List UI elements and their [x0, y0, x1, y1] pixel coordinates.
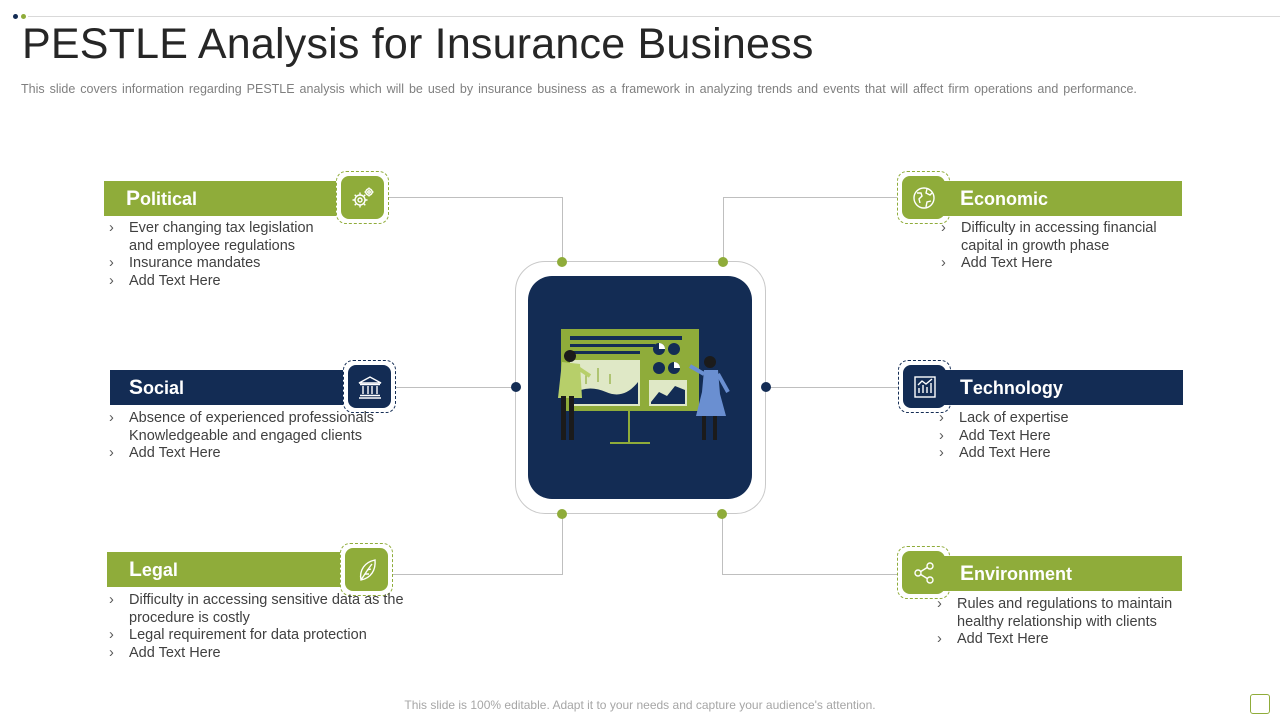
connector-legal-v	[562, 514, 563, 574]
list-item: Insurance mandates	[109, 255, 339, 273]
node-right	[761, 382, 771, 392]
social-list: Absence of experienced professionals Kno…	[109, 410, 399, 463]
list-item: Difficulty in accessing sensitive data a…	[109, 592, 419, 627]
economic-title: Economic	[960, 186, 1049, 210]
center-panel	[528, 276, 752, 499]
share-icon	[913, 561, 934, 584]
list-item: Lack of expertise	[939, 410, 1179, 428]
list-item: Add Text Here	[941, 255, 1181, 273]
list-item: Add Text Here	[939, 428, 1179, 446]
globe-icon	[912, 186, 935, 209]
header-divider	[28, 16, 1280, 17]
node-bottom-left	[557, 509, 567, 519]
list-item: Ever changing tax legislation and employ…	[109, 220, 339, 255]
political-title: Political	[126, 186, 198, 210]
environment-title: Environment	[960, 561, 1073, 585]
economic-list: Difficulty in accessing financial capita…	[941, 220, 1181, 273]
connector-legal-h	[392, 574, 563, 575]
connector-environment-h	[722, 574, 898, 575]
connector-economic-h	[723, 197, 898, 198]
legal-header: Legal	[107, 552, 347, 587]
list-item: Rules and regulations to maintain health…	[937, 596, 1187, 631]
bar-chart-icon	[913, 375, 936, 398]
list-item: Add Text Here	[939, 445, 1179, 463]
legal-list: Difficulty in accessing sensitive data a…	[109, 592, 419, 662]
presentation-illustration	[558, 329, 730, 444]
decor-dot-green	[21, 14, 26, 19]
political-header: Political	[104, 181, 344, 216]
social-header: Social	[110, 370, 350, 405]
list-item: Difficulty in accessing financial capita…	[941, 220, 1181, 255]
list-item: Add Text Here	[109, 273, 339, 291]
corner-logo-box	[1250, 694, 1270, 714]
political-list: Ever changing tax legislation and employ…	[109, 220, 339, 290]
economic-icon-box	[897, 171, 950, 224]
list-item: Add Text Here	[937, 631, 1187, 649]
leaf-icon	[359, 558, 376, 581]
political-icon-box	[336, 171, 389, 224]
list-item: Absence of experienced professionals Kno…	[109, 410, 399, 445]
environment-header: Environment	[942, 556, 1182, 591]
connector-political-v	[562, 197, 563, 262]
economic-header: Economic	[942, 181, 1182, 216]
node-top-right	[718, 257, 728, 267]
environment-icon-box	[897, 546, 950, 599]
connector-political-h	[388, 197, 563, 198]
gears-icon	[352, 187, 373, 207]
page-subtitle: This slide covers information regarding …	[21, 82, 1137, 96]
page-title: PESTLE Analysis for Insurance Business	[22, 20, 814, 68]
bank-icon	[358, 375, 381, 399]
social-title: Social	[129, 375, 185, 399]
node-bottom-right	[717, 509, 727, 519]
footer-note: This slide is 100% editable. Adapt it to…	[404, 698, 876, 712]
node-left	[511, 382, 521, 392]
connector-environment-v	[722, 514, 723, 574]
social-icon-box	[343, 360, 396, 413]
connector-social-h	[396, 387, 516, 388]
technology-list: Lack of expertise Add Text Here Add Text…	[939, 410, 1179, 463]
decor-dot-navy	[13, 14, 18, 19]
legal-icon-box	[340, 543, 393, 596]
connector-technology-h	[766, 387, 899, 388]
node-top-left	[557, 257, 567, 267]
technology-title: Technology	[960, 375, 1063, 399]
environment-list: Rules and regulations to maintain health…	[937, 596, 1187, 649]
list-item: Add Text Here	[109, 645, 419, 663]
list-item: Add Text Here	[109, 445, 399, 463]
legal-title: Legal	[129, 557, 178, 581]
technology-header: Technology	[943, 370, 1183, 405]
list-item: Legal requirement for data protection	[109, 627, 419, 645]
connector-economic-v	[723, 197, 724, 262]
